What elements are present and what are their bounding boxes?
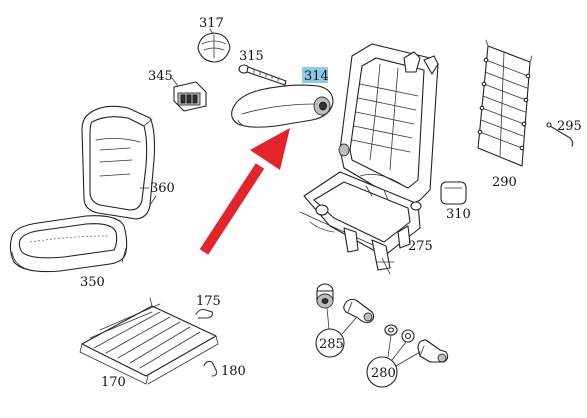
label-290: 290	[492, 175, 517, 190]
callout-285	[315, 328, 345, 358]
label-350: 350	[80, 275, 105, 290]
label-345: 345	[148, 69, 173, 84]
part-275-seat-frame	[299, 43, 439, 275]
part-180-hook	[203, 360, 218, 377]
callout-280	[366, 356, 398, 388]
leader-285b	[341, 317, 357, 335]
leader-280b	[391, 341, 407, 361]
label-295: 295	[557, 119, 582, 134]
part-285-bushing-pin	[316, 283, 375, 324]
leader-345	[171, 77, 179, 87]
label-285: 285	[319, 337, 344, 352]
part-290-spring-mat	[477, 39, 533, 167]
label-180: 180	[221, 364, 246, 379]
label-175: 175	[196, 294, 221, 309]
label-170: 170	[101, 375, 126, 390]
part-175-clip	[195, 308, 214, 319]
part-295-cable	[546, 122, 574, 147]
part-360-backrest-cushion	[81, 105, 157, 220]
label-280: 280	[371, 366, 396, 381]
leader-280c	[395, 351, 421, 367]
part-170-seat-spring	[79, 297, 219, 385]
part-280-washers-bolt	[384, 324, 449, 363]
leader-280a	[387, 334, 392, 358]
label-315: 315	[239, 49, 264, 64]
red-arrow-icon	[199, 128, 290, 255]
leader-317	[209, 28, 214, 35]
label-310: 310	[446, 207, 471, 222]
part-314-label-highlight	[302, 67, 328, 83]
part-315-screw	[238, 64, 287, 86]
part-345-connector	[173, 81, 207, 112]
part-317-cover-cap	[197, 32, 231, 63]
part-350-seat-cushion	[9, 215, 128, 273]
label-275: 275	[408, 239, 433, 254]
label-317: 317	[199, 16, 224, 31]
part-314-armrest	[231, 84, 334, 128]
label-314: 314	[304, 69, 329, 84]
leader-285	[326, 307, 330, 330]
label-360: 360	[150, 181, 175, 196]
part-310-pad	[440, 181, 467, 205]
